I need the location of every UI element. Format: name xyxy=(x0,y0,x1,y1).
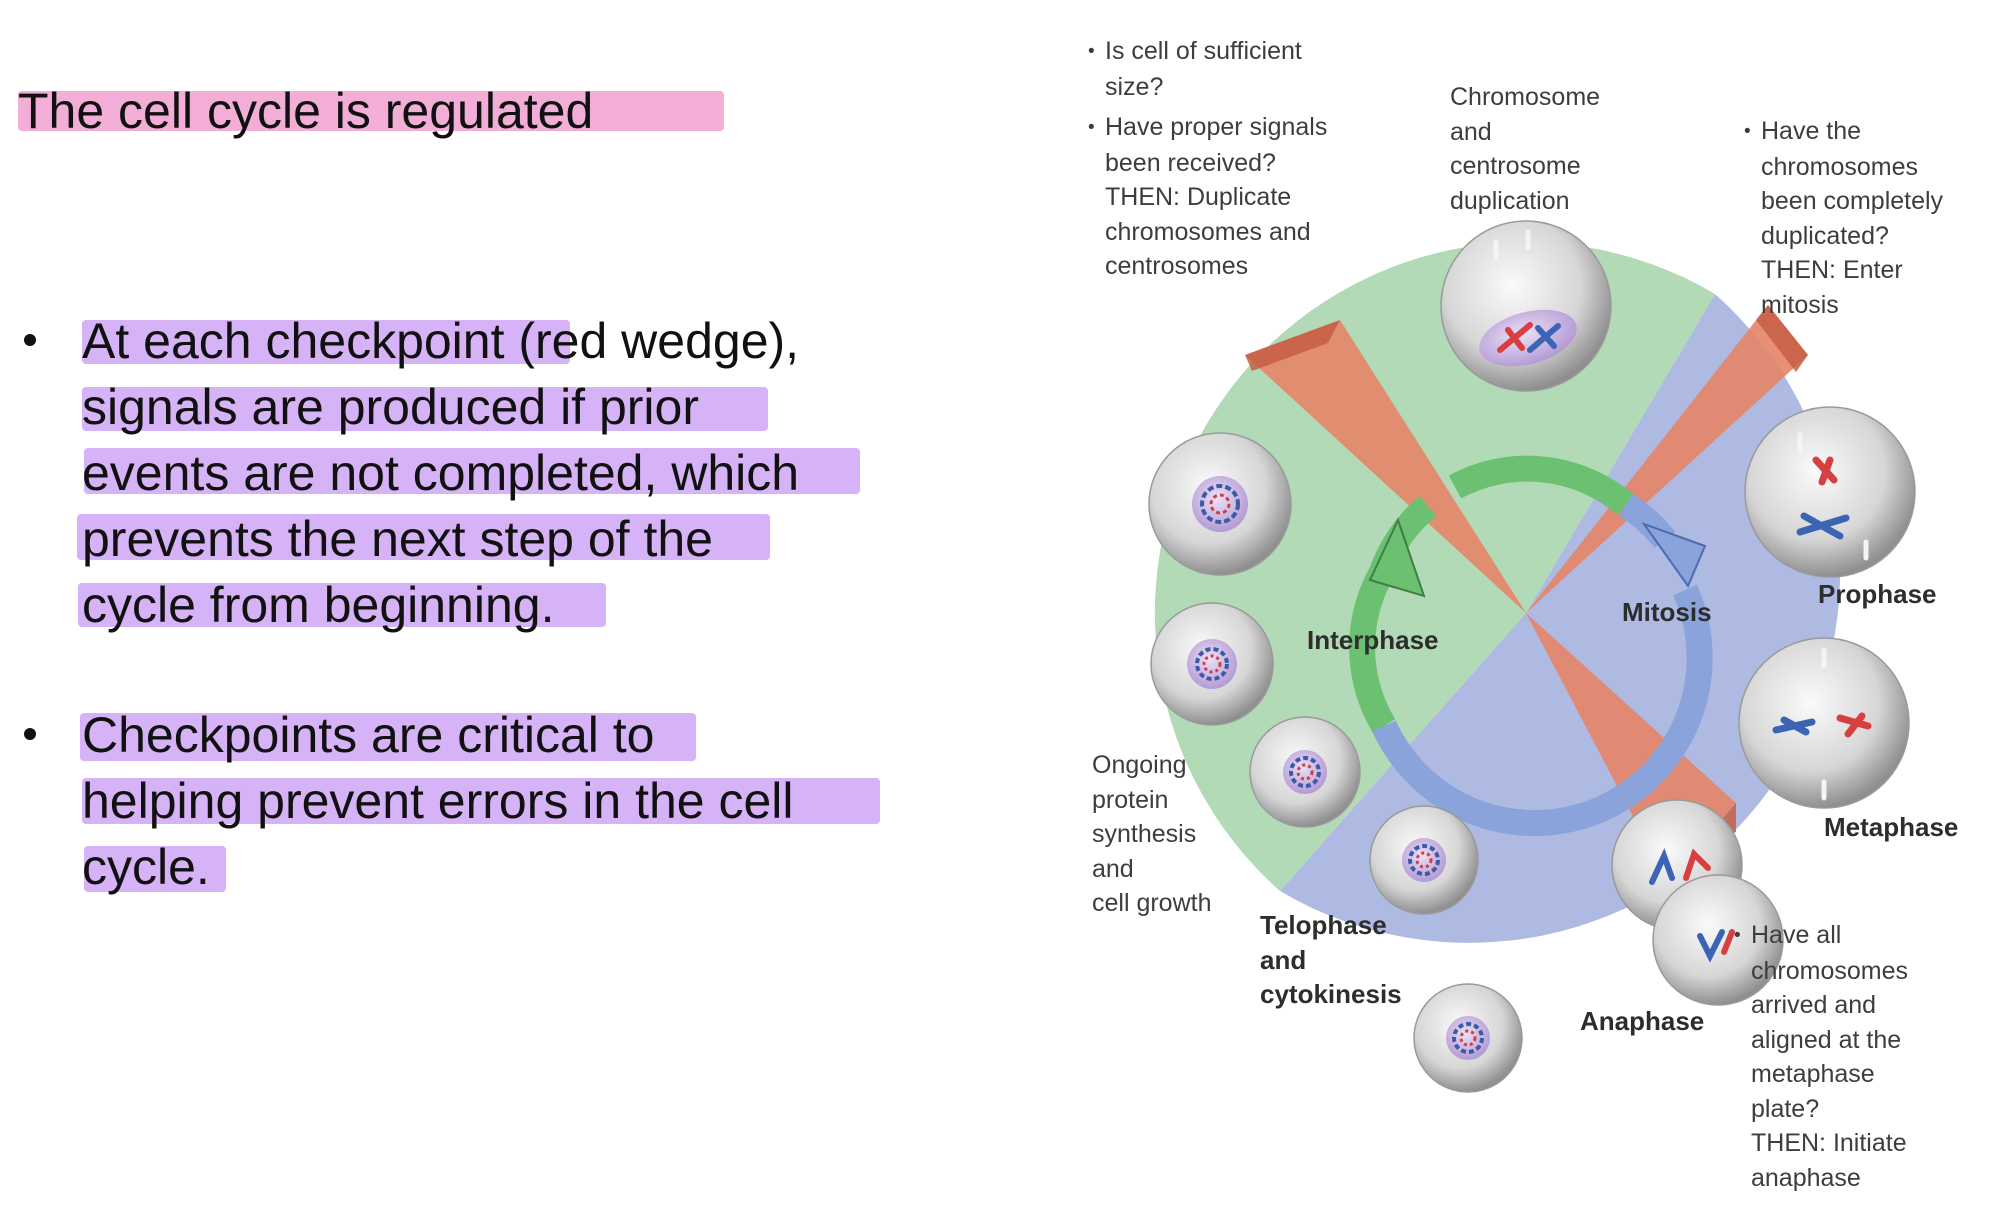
duplication-note: Chromosome and centrosome duplication xyxy=(1450,80,1600,218)
note-line: metaphase xyxy=(1751,1060,1875,1088)
cell-cycle-graphic xyxy=(1148,220,1916,1093)
growth-note: Ongoing protein synthesis and cell growt… xyxy=(1092,748,1212,921)
anaphase-label: Anaphase xyxy=(1580,1006,1705,1036)
note-line: chromosomes and xyxy=(1105,217,1311,246)
m-checkpoint-note: Have all chromosomes arrived and aligned… xyxy=(1734,918,1908,1195)
g2-checkpoint-note: Have the chromosomes been completely dup… xyxy=(1744,114,1943,322)
bullet-text-line: events are not completed, which xyxy=(82,445,800,501)
note-line: Ongoing xyxy=(1092,751,1187,779)
bullet-text-line: At each checkpoint (red wedge), xyxy=(82,313,800,369)
mitosis-label: Mitosis xyxy=(1622,597,1712,627)
text-highlight xyxy=(82,387,768,431)
title-highlight xyxy=(18,91,724,131)
note-line: synthesis xyxy=(1092,820,1197,848)
note-line: duplicated? xyxy=(1761,221,1889,250)
telophase-line: cytokinesis xyxy=(1260,979,1402,1009)
bullet-text-line: helping prevent errors in the cell xyxy=(82,773,794,829)
interphase-cell xyxy=(1148,432,1292,576)
bullet-marker xyxy=(24,728,36,740)
note-line: size? xyxy=(1105,72,1164,101)
interphase-arrowhead xyxy=(1368,517,1426,598)
prophase-label: Prophase xyxy=(1818,579,1937,609)
note-line: plate? xyxy=(1751,1094,1820,1123)
bullet-text-line: Checkpoints are critical to xyxy=(82,707,655,763)
note-line: Chromosome xyxy=(1450,83,1601,111)
bullet-marker xyxy=(24,334,36,346)
note-line: and xyxy=(1092,854,1134,883)
note-line: been received? xyxy=(1105,148,1276,177)
telophase-label: Telophase and cytokinesis xyxy=(1260,908,1402,1012)
g2-checkpoint-wedge xyxy=(1526,305,1808,613)
note-line: chromosomes xyxy=(1751,956,1908,985)
note-line: THEN: Initiate xyxy=(1751,1129,1907,1157)
note-line: THEN: Duplicate xyxy=(1105,183,1292,211)
telophase-line: and xyxy=(1260,944,1307,975)
mitosis-arrowhead xyxy=(1641,521,1707,589)
note-line: Is cell of sufficient xyxy=(1088,34,1327,70)
cell-cycle-diagram: Interphase Mitosis Prophase Metaphase An… xyxy=(1060,20,2008,1200)
note-line: duplication xyxy=(1450,186,1570,215)
interphase-cell xyxy=(1413,983,1523,1093)
note-line: cell growth xyxy=(1092,889,1212,917)
text-highlight xyxy=(84,846,226,892)
g1-checkpoint-wedge xyxy=(1245,320,1526,613)
interphase-cell xyxy=(1249,716,1361,828)
bullet-text-line: signals are produced if prior xyxy=(82,379,699,435)
telophase-line: Telophase xyxy=(1260,910,1387,940)
note-line: been completely xyxy=(1761,187,1944,215)
note-line: protein xyxy=(1092,785,1169,814)
text-highlight xyxy=(80,713,696,761)
interphase-label: Interphase xyxy=(1307,625,1439,655)
bullet-text-line: cycle from beginning. xyxy=(82,577,555,633)
note-line: aligned at the xyxy=(1751,1025,1902,1054)
interphase-cell xyxy=(1150,602,1274,726)
text-highlight xyxy=(77,514,770,560)
metaphase-label: Metaphase xyxy=(1824,812,1959,842)
note-line: arrived and xyxy=(1751,991,1877,1019)
bullet-text-line: cycle. xyxy=(82,839,210,895)
duplication-cell xyxy=(1440,220,1612,392)
text-highlight xyxy=(82,320,570,364)
note-line: centrosomes xyxy=(1105,252,1249,280)
bullet-text-line: prevents the next step of the xyxy=(82,511,713,567)
note-line: anaphase xyxy=(1751,1163,1861,1192)
anaphase-cell xyxy=(1611,799,1784,1006)
prophase-cell xyxy=(1744,406,1916,578)
note-line: Have all xyxy=(1734,918,1908,954)
text-highlight xyxy=(78,583,606,627)
note-line: Have the xyxy=(1744,114,1943,150)
text-highlight xyxy=(82,778,880,824)
metaphase-cell xyxy=(1738,637,1910,809)
note-line: centrosome xyxy=(1450,152,1581,180)
note-line: THEN: Enter xyxy=(1761,256,1903,284)
note-line: chromosomes xyxy=(1761,152,1918,181)
note-line: Have proper signals xyxy=(1088,110,1327,146)
text-highlight xyxy=(84,448,860,494)
g1-checkpoint-note: Is cell of sufficient size? Have proper … xyxy=(1088,34,1327,284)
note-line: and xyxy=(1450,117,1492,146)
interphase-cell xyxy=(1369,805,1479,915)
note-line: mitosis xyxy=(1761,290,1839,319)
slide-title: The cell cycle is regulated xyxy=(18,83,594,139)
